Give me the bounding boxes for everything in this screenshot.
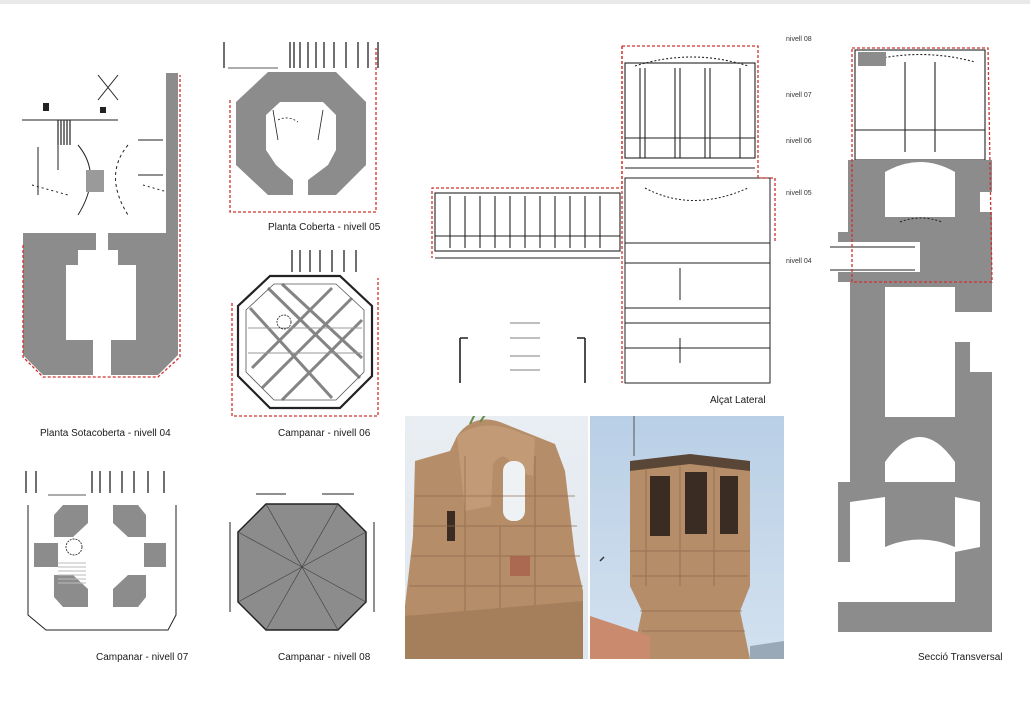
section-transversal-drawing [830, 47, 993, 632]
caption-planta-sotacoberta: Planta Sotacoberta - nivell 04 [40, 428, 171, 439]
caption-alcat-lateral: Alçat Lateral [710, 395, 766, 406]
caption-planta-coberta: Planta Coberta - nivell 05 [268, 222, 381, 233]
elevation-lateral-drawing [431, 45, 776, 384]
plan-campanar-06-drawing [231, 250, 379, 417]
plan-campanar-08-drawing [229, 493, 375, 631]
level-label-06: nivell 06 [786, 138, 812, 145]
plan-sotacoberta-drawing [22, 73, 181, 378]
caption-campanar-07: Campanar - nivell 07 [96, 652, 189, 663]
caption-campanar-06: Campanar - nivell 06 [278, 428, 371, 439]
plan-coberta-drawing [223, 42, 379, 213]
photo-belfry-ruin [405, 416, 588, 659]
photo-octagonal-belfry [590, 416, 784, 659]
caption-seccio-transversal: Secció Transversal [918, 652, 1003, 663]
caption-campanar-08: Campanar - nivell 08 [278, 652, 371, 663]
top-border [0, 0, 1030, 4]
plan-campanar-07-drawing [25, 471, 177, 631]
level-label-07: nivell 07 [786, 92, 812, 99]
level-label-05: nivell 05 [786, 190, 812, 197]
level-label-08: nivell 08 [786, 36, 812, 43]
level-label-04: nivell 04 [786, 258, 812, 265]
